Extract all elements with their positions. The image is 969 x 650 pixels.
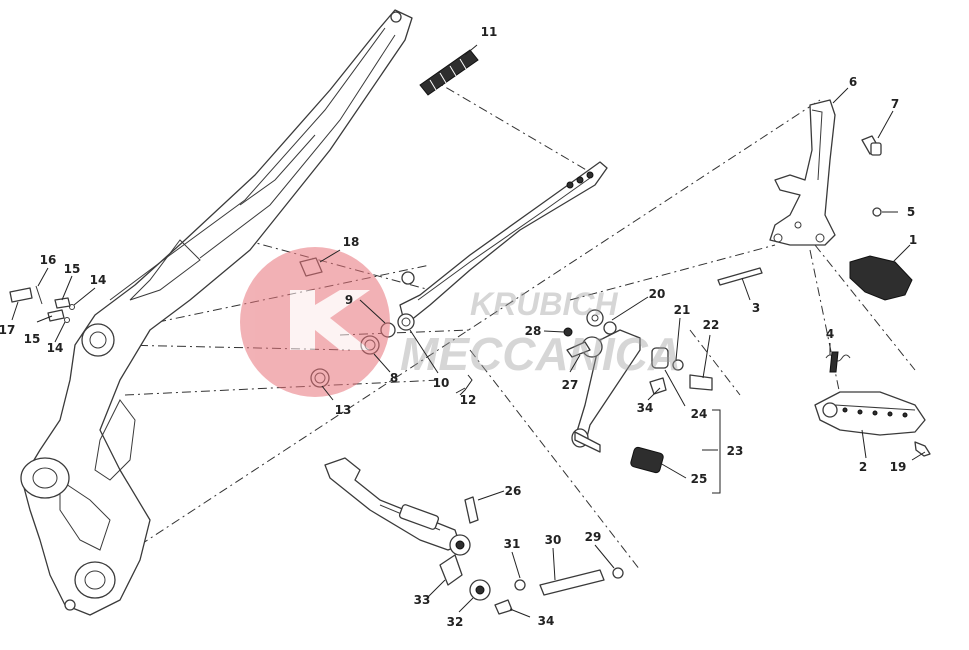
callout-12: 12 xyxy=(460,393,477,407)
callout-31: 31 xyxy=(504,537,521,551)
callout-numbers: 1 2 3 4 5 6 7 8 9 10 11 12 13 14 14 15 1… xyxy=(0,25,917,629)
callout-26: 26 xyxy=(505,484,522,498)
shift-rod-assembly xyxy=(324,457,624,615)
callout-2: 2 xyxy=(859,460,867,474)
rubber-grip-11 xyxy=(419,49,479,96)
callout-14b: 14 xyxy=(47,341,64,355)
callout-7: 7 xyxy=(891,97,899,111)
watermark-brand-line-2: MECCANICA xyxy=(400,328,681,380)
callout-34a: 34 xyxy=(637,401,654,415)
callout-30: 30 xyxy=(545,533,562,547)
footpeg-bracket-6 xyxy=(769,99,836,246)
callout-4: 4 xyxy=(826,327,834,341)
gear-lever xyxy=(399,161,608,326)
callout-34b: 34 xyxy=(538,614,555,628)
lower-lever-assembly xyxy=(563,309,713,474)
watermark-brand-line-1: KRUBICH xyxy=(470,286,618,322)
callout-6: 6 xyxy=(849,75,857,89)
callout-11: 11 xyxy=(481,25,498,39)
callout-22: 22 xyxy=(703,318,720,332)
callout-32: 32 xyxy=(447,615,464,629)
callout-17: 17 xyxy=(0,323,15,337)
callout-24: 24 xyxy=(691,407,708,421)
callout-20: 20 xyxy=(649,287,666,301)
footpeg-2 xyxy=(814,391,926,436)
spring-4 xyxy=(825,351,851,373)
callout-15a: 15 xyxy=(64,262,81,276)
callout-23: 23 xyxy=(727,444,744,458)
callout-13: 13 xyxy=(335,403,352,417)
screw-19 xyxy=(914,441,931,457)
callout-19: 19 xyxy=(890,460,907,474)
screw-7 xyxy=(861,135,882,156)
callout-18: 18 xyxy=(343,235,360,249)
callout-14a: 14 xyxy=(90,273,107,287)
watermark-disc xyxy=(240,247,390,397)
callout-33: 33 xyxy=(414,593,431,607)
footpeg-rubber-1 xyxy=(849,255,913,301)
callout-5: 5 xyxy=(907,205,915,219)
callout-21: 21 xyxy=(674,303,691,317)
callout-8: 8 xyxy=(390,371,398,385)
washer-5 xyxy=(872,207,882,217)
pin-3 xyxy=(717,267,763,286)
watermark: KRUBICH MECCANICA xyxy=(240,247,681,397)
callout-3: 3 xyxy=(752,301,760,315)
leader-lines xyxy=(11,44,926,618)
callout-16: 16 xyxy=(40,253,57,267)
callout-9: 9 xyxy=(345,293,353,307)
frame-bracket xyxy=(20,9,413,616)
callout-1: 1 xyxy=(909,233,917,247)
callout-28: 28 xyxy=(525,324,542,338)
callout-15b: 15 xyxy=(24,332,41,346)
callout-10: 10 xyxy=(433,376,450,390)
callout-29: 29 xyxy=(585,530,602,544)
callout-25: 25 xyxy=(691,472,708,486)
callout-27: 27 xyxy=(562,378,579,392)
